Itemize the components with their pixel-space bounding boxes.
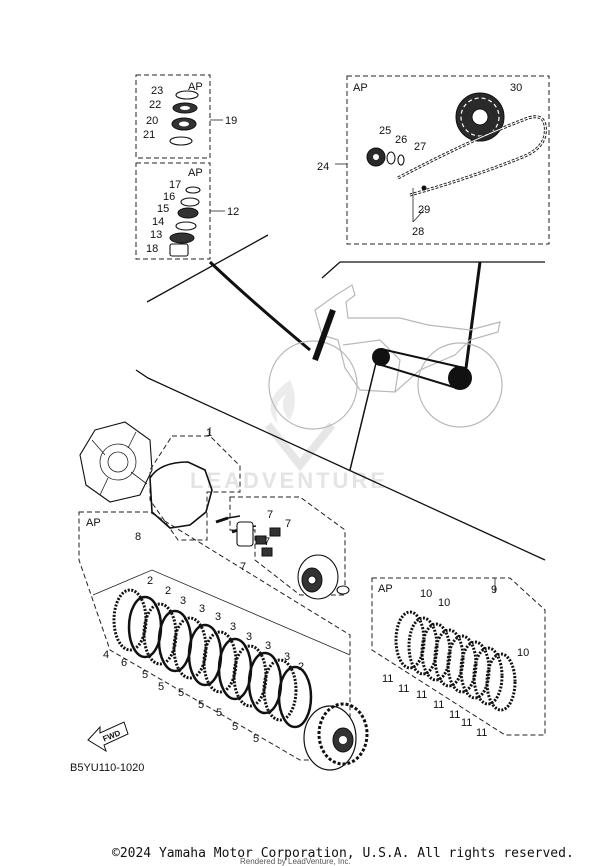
callout-7d: 7	[240, 561, 246, 573]
callout-5c: 5	[178, 687, 184, 699]
callout-3f: 3	[265, 640, 271, 652]
callout-14: 14	[152, 216, 164, 228]
ap-label-12: AP	[188, 167, 203, 179]
callout-25: 25	[379, 125, 391, 137]
callout-11g: 11	[476, 727, 487, 739]
copyright-notice: ©2024 Yamaha Motor Corporation, U.S.A. A…	[112, 846, 574, 861]
callout-2b: 2	[165, 585, 171, 597]
plate-rings	[112, 588, 313, 729]
diagram-code: B5YU110-1020	[70, 762, 145, 774]
callout-13: 13	[150, 229, 162, 241]
callout-11f: 11	[461, 717, 472, 729]
callout-1: 1	[206, 427, 212, 439]
callout-6: 6	[121, 657, 127, 669]
plate-kit-9: AP 9 10 10 10 11 11 11 11 11 11 11	[371, 577, 546, 739]
callout-3b: 3	[199, 603, 205, 615]
callout-12: 12	[227, 206, 239, 218]
forward-arrow-icon: FWD	[87, 721, 129, 753]
callout-17: 17	[169, 179, 181, 191]
callout-7c: 7	[264, 536, 270, 548]
ap-label-kit: AP	[378, 583, 393, 595]
callout-27: 27	[414, 141, 426, 153]
bearing-group-12: AP 17 16 15 14 13 18 12	[135, 162, 239, 260]
callout-3d: 3	[230, 621, 236, 633]
callout-3g: 3	[284, 651, 290, 663]
callout-5a: 5	[142, 669, 148, 681]
callout-16: 16	[163, 191, 175, 203]
callout-20: 20	[146, 115, 158, 127]
callout-30: 30	[510, 82, 522, 94]
callout-9: 9	[491, 584, 497, 596]
gasket-group: 1 8	[135, 427, 241, 543]
callout-29: 29	[418, 204, 430, 216]
callout-24: 24	[317, 161, 329, 173]
callout-21: 21	[143, 129, 155, 141]
callout-26: 26	[395, 134, 407, 146]
callout-15: 15	[157, 203, 169, 215]
callout-18: 18	[146, 243, 158, 255]
callout-11d: 11	[433, 699, 444, 711]
motorcycle-outline	[268, 284, 503, 471]
rendered-by-credit: Rendered by LeadVenture, Inc.	[240, 857, 351, 866]
callout-5g: 5	[253, 733, 259, 745]
callout-2c: 2	[298, 661, 304, 673]
watermark-text: LEADVENTURE	[190, 468, 388, 493]
callout-11c: 11	[416, 689, 427, 701]
ap-label-19: AP	[188, 81, 203, 93]
callout-5e: 5	[216, 707, 222, 719]
pressure-plate-group: 7 7 7 7	[215, 496, 350, 600]
callout-10c: 10	[517, 647, 529, 659]
callout-7b: 7	[285, 518, 291, 530]
callout-11b: 11	[398, 683, 409, 695]
callout-3c: 3	[215, 611, 221, 623]
callout-3a: 3	[180, 595, 186, 607]
callout-28: 28	[412, 226, 424, 238]
drive-chain-group: AP 30 25 26 27 29 28 24	[317, 75, 550, 245]
callout-22: 22	[149, 99, 161, 111]
callout-3e: 3	[246, 631, 252, 643]
callout-5d: 5	[198, 699, 204, 711]
callout-10a: 10	[420, 588, 432, 600]
ap-label-plates: AP	[86, 517, 101, 529]
ap-label-chain: AP	[353, 82, 368, 94]
callout-2a: 2	[147, 575, 153, 587]
clutch-cover	[79, 421, 153, 503]
clutch-housing	[303, 702, 369, 771]
callout-5f: 5	[232, 721, 238, 733]
bearing-group-19: AP 23 22 20 21 19	[135, 74, 237, 159]
callout-11e: 11	[449, 709, 460, 721]
kit-rings	[394, 610, 517, 712]
callout-8: 8	[135, 531, 141, 543]
callout-4: 4	[103, 649, 109, 661]
callout-19: 19	[225, 115, 237, 127]
callout-10b: 10	[438, 597, 450, 609]
callout-23: 23	[151, 85, 163, 97]
callout-5b: 5	[158, 681, 164, 693]
clutch-plate-stack: AP 2 2 2 3 3 3 3 3 3 3 4 6 5 5 5 5	[78, 511, 351, 761]
callout-11a: 11	[382, 673, 393, 685]
callout-7a: 7	[267, 509, 273, 521]
